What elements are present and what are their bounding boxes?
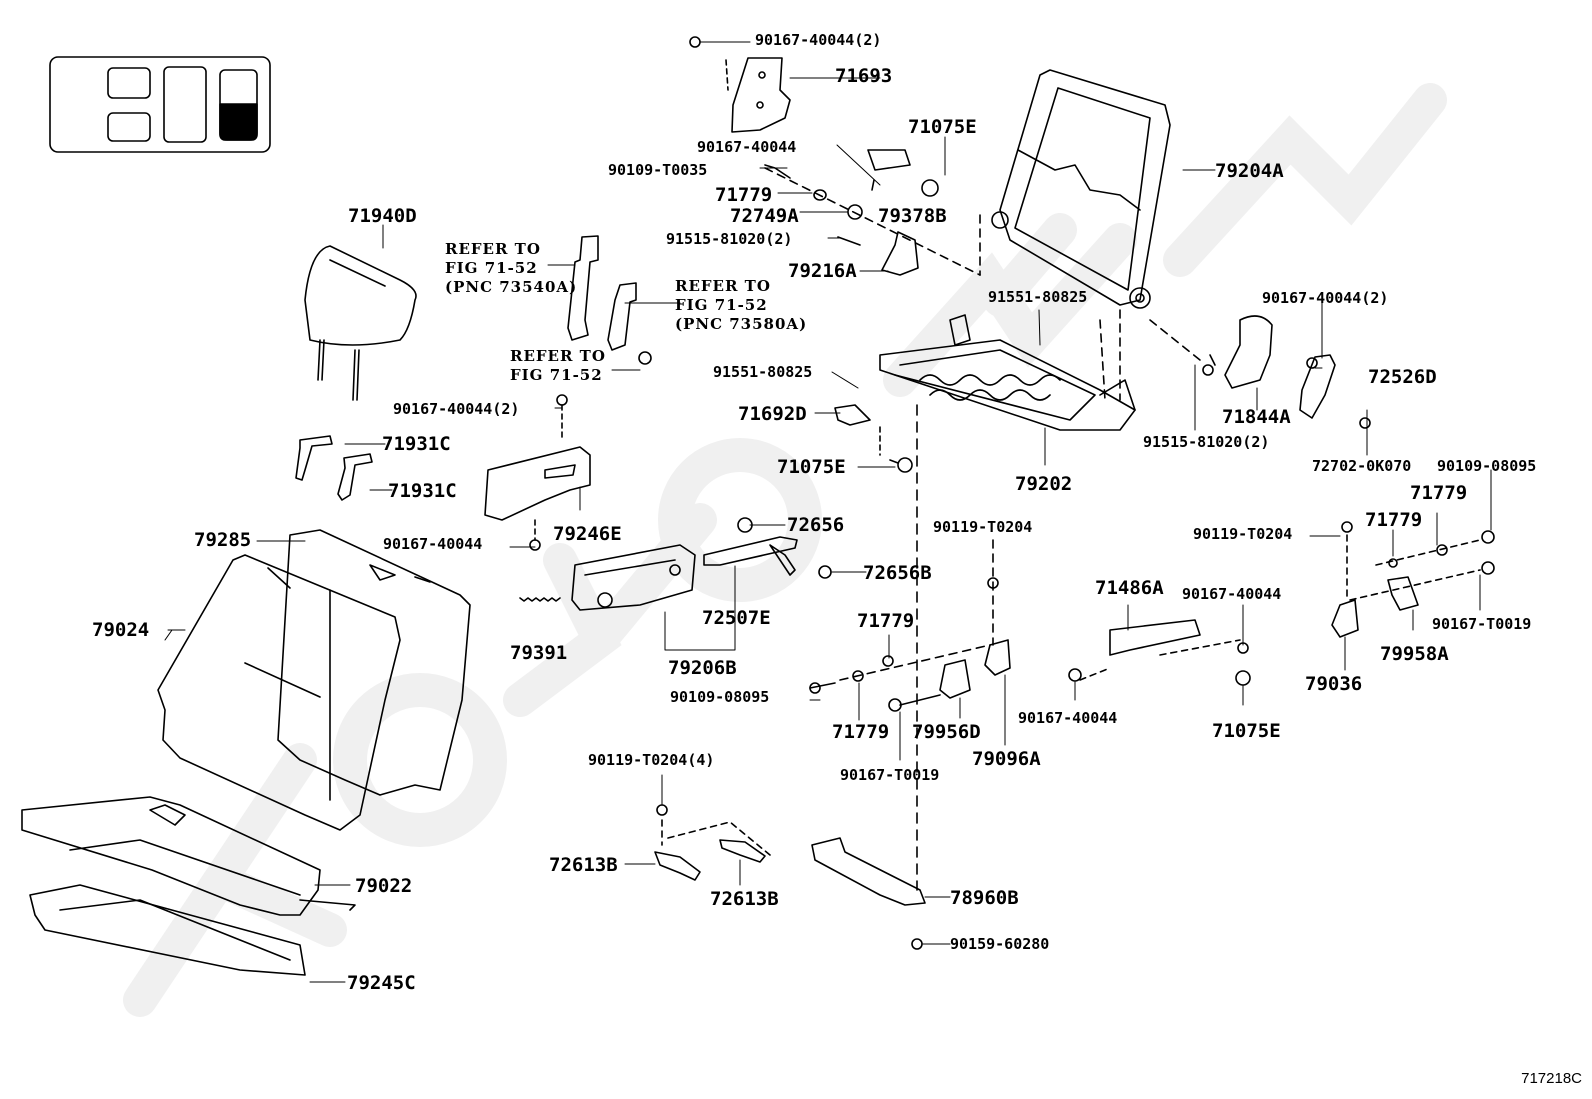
part-label[interactable]: 79202 xyxy=(1015,473,1073,495)
part-label[interactable]: 90167-40044 xyxy=(383,535,483,553)
seatback-cushion xyxy=(157,529,471,831)
part-label[interactable]: 79246E xyxy=(553,523,622,545)
part-label[interactable]: 72749A xyxy=(730,205,799,227)
part-label[interactable]: 90119-T0204(4) xyxy=(588,751,715,769)
part-label[interactable]: 90167-40044(2) xyxy=(1262,289,1389,307)
part-label[interactable]: 72613B xyxy=(549,854,618,876)
cover-71693 xyxy=(689,36,791,133)
seat-cushion xyxy=(21,796,356,976)
part-label[interactable]: 91551-80825 xyxy=(713,363,813,381)
part-label[interactable]: 90119-T0204 xyxy=(933,518,1033,536)
refer-note[interactable]: REFER TO FIG 71-52 xyxy=(510,347,606,384)
part-label[interactable]: 71486A xyxy=(1095,577,1164,599)
handle-71486A xyxy=(1068,619,1251,686)
part-label[interactable]: 71075E xyxy=(1212,720,1281,742)
part-label[interactable]: 90167-T0019 xyxy=(1432,615,1532,633)
part-label[interactable]: 79245C xyxy=(347,972,416,994)
brackets-lower-middle xyxy=(809,539,1011,712)
spring-79391 xyxy=(519,597,561,602)
brackets-72613B xyxy=(654,804,771,881)
part-label[interactable]: 79958A xyxy=(1380,643,1449,665)
part-label[interactable]: 71779 xyxy=(1365,509,1423,531)
part-label[interactable]: 72526D xyxy=(1368,366,1437,388)
part-label[interactable]: 90167-40044(2) xyxy=(393,400,520,418)
part-label[interactable]: 79378B xyxy=(878,205,947,227)
part-label[interactable]: 90167-40044(2) xyxy=(755,31,882,49)
part-label[interactable]: 72507E xyxy=(702,607,771,629)
part-label[interactable]: 71931C xyxy=(388,480,457,502)
part-label[interactable]: 72613B xyxy=(710,888,779,910)
part-label[interactable]: 79206B xyxy=(668,657,737,679)
part-label[interactable]: 79024 xyxy=(92,619,150,641)
strap-78960B xyxy=(811,837,926,950)
refer-note[interactable]: REFER TO FIG 71-52 (PNC 73580A) xyxy=(675,277,808,333)
panel-79246E xyxy=(484,394,591,551)
part-label[interactable]: 71779 xyxy=(832,721,890,743)
part-label[interactable]: 90167-40044 xyxy=(697,138,797,156)
location-indicator xyxy=(49,56,271,153)
figure-id: 717218C xyxy=(1521,1070,1582,1087)
part-label[interactable]: 79096A xyxy=(972,748,1041,770)
part-label[interactable]: 72656 xyxy=(787,514,845,536)
part-label[interactable]: 71779 xyxy=(715,184,773,206)
part-label[interactable]: 90109-08095 xyxy=(1437,457,1537,475)
seatback-frame xyxy=(979,69,1171,401)
part-label[interactable]: 90109-08095 xyxy=(670,688,770,706)
part-label[interactable]: 79204A xyxy=(1215,160,1284,182)
part-label[interactable]: 91515-81020(2) xyxy=(1143,433,1270,451)
part-label[interactable]: 79036 xyxy=(1305,673,1363,695)
part-label[interactable]: 71779 xyxy=(857,610,915,632)
part-label[interactable]: 90167-40044 xyxy=(1182,585,1282,603)
part-label[interactable]: 71075E xyxy=(777,456,846,478)
brackets-right xyxy=(1331,521,1495,638)
part-label[interactable]: 79956D xyxy=(912,721,981,743)
part-label[interactable]: 79285 xyxy=(194,529,252,551)
headrest xyxy=(304,245,417,401)
part-label[interactable]: 91551-80825 xyxy=(988,288,1088,306)
cushion-frame xyxy=(879,314,1136,891)
part-label[interactable]: 79391 xyxy=(510,642,568,664)
part-label[interactable]: 79022 xyxy=(355,875,413,897)
part-label[interactable]: 71693 xyxy=(835,65,893,87)
part-label[interactable]: 71931C xyxy=(382,433,451,455)
part-label[interactable]: 72702-0K070 xyxy=(1312,457,1412,475)
part-label[interactable]: 71075E xyxy=(908,116,977,138)
part-label[interactable]: 72656B xyxy=(863,562,932,584)
part-label[interactable]: 78960B xyxy=(950,887,1019,909)
part-label[interactable]: 90159-60280 xyxy=(950,935,1050,953)
part-label[interactable]: 79216A xyxy=(788,260,857,282)
part-label[interactable]: 91515-81020(2) xyxy=(666,230,793,248)
part-label[interactable]: 71844A xyxy=(1222,406,1291,428)
clip-71692D xyxy=(834,404,913,473)
refer-note[interactable]: REFER TO FIG 71-52 (PNC 73540A) xyxy=(445,240,578,296)
part-label[interactable]: 71692D xyxy=(738,403,807,425)
part-label[interactable]: 71940D xyxy=(348,205,417,227)
hinge-covers xyxy=(1149,315,1371,429)
part-label[interactable]: 90119-T0204 xyxy=(1193,525,1293,543)
part-label[interactable]: 71779 xyxy=(1410,482,1468,504)
part-label[interactable]: 90167-40044 xyxy=(1018,709,1118,727)
seatbelt-buckles xyxy=(567,235,652,365)
part-label[interactable]: 90109-T0035 xyxy=(608,161,708,179)
headrest-guides xyxy=(295,435,373,501)
part-label[interactable]: 90167-T0019 xyxy=(840,766,940,784)
